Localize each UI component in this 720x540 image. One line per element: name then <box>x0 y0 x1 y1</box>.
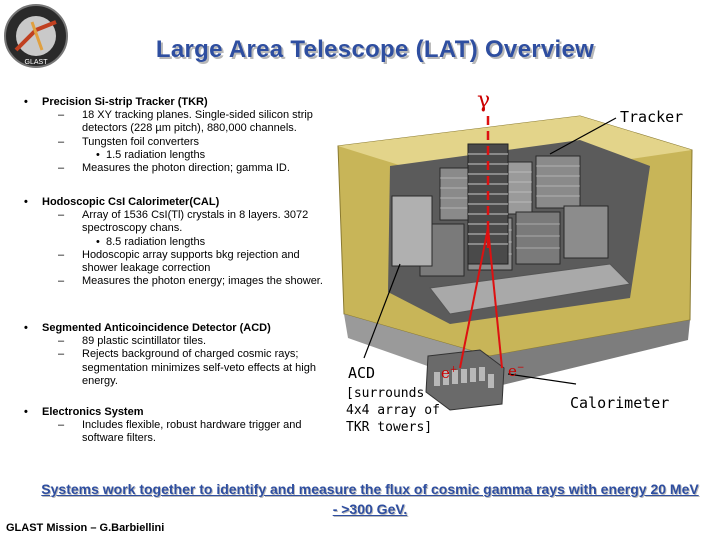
sub-bullet: 89 plastic scintillator tiles. <box>22 335 332 348</box>
sub-bullet: Hodoscopic array supports bkg rejection … <box>22 249 332 275</box>
sub-bullet: Array of 1536 CsI(Tl) crystals in 8 laye… <box>22 209 332 235</box>
acd-label: ACD <box>348 364 376 382</box>
svg-text:GLAST: GLAST <box>25 59 49 66</box>
glast-logo: GLAST <box>4 4 68 68</box>
sub-bullet: 18 XY tracking planes. Single-sided sili… <box>22 109 332 135</box>
bullet-heading: Segmented Anticoincidence Detector (ACD) <box>22 322 332 335</box>
sub-bullet: Tungsten foil converters <box>22 136 332 149</box>
summary-statement: Systems work together to identify and me… <box>41 481 699 517</box>
sub-bullet: Measures the photon direction; gamma ID. <box>22 162 332 175</box>
acd-note: [surrounds 4x4 array of TKR towers] <box>346 386 440 435</box>
sub-sub-bullet: 8.5 radiation lengths <box>22 236 332 249</box>
electron-label: e− <box>508 362 525 380</box>
positron-label: e+ <box>441 364 458 382</box>
sub-bullet: Measures the photon energy; images the s… <box>22 275 332 288</box>
lat-instrument-illustration <box>337 115 693 411</box>
bullet-tracker: Precision Si-strip Tracker (TKR) 18 XY t… <box>22 96 332 175</box>
gamma-ray-label: γ <box>477 88 491 113</box>
bullet-calorimeter: Hodoscopic CsI Calorimeter(CAL) Array of… <box>22 196 332 289</box>
page-title: Large Area Telescope (LAT) Overview <box>155 36 595 63</box>
bullet-electronics: Electronics System Includes flexible, ro… <box>22 406 332 446</box>
tracker-label: Tracker <box>620 108 684 126</box>
bullet-heading: Electronics System <box>22 406 332 419</box>
bullet-heading: Precision Si-strip Tracker (TKR) <box>22 96 332 109</box>
sub-bullet: Rejects background of charged cosmic ray… <box>22 348 332 388</box>
bullet-acd: Segmented Anticoincidence Detector (ACD)… <box>22 322 332 388</box>
sub-bullet: Includes flexible, robust hardware trigg… <box>22 419 332 445</box>
bullet-heading: Hodoscopic CsI Calorimeter(CAL) <box>22 196 332 209</box>
footer-credit: GLAST Mission – G.Barbiellini <box>6 522 165 534</box>
calorimeter-label: Calorimeter <box>570 394 670 412</box>
sub-sub-bullet: 1.5 radiation lengths <box>22 149 332 162</box>
